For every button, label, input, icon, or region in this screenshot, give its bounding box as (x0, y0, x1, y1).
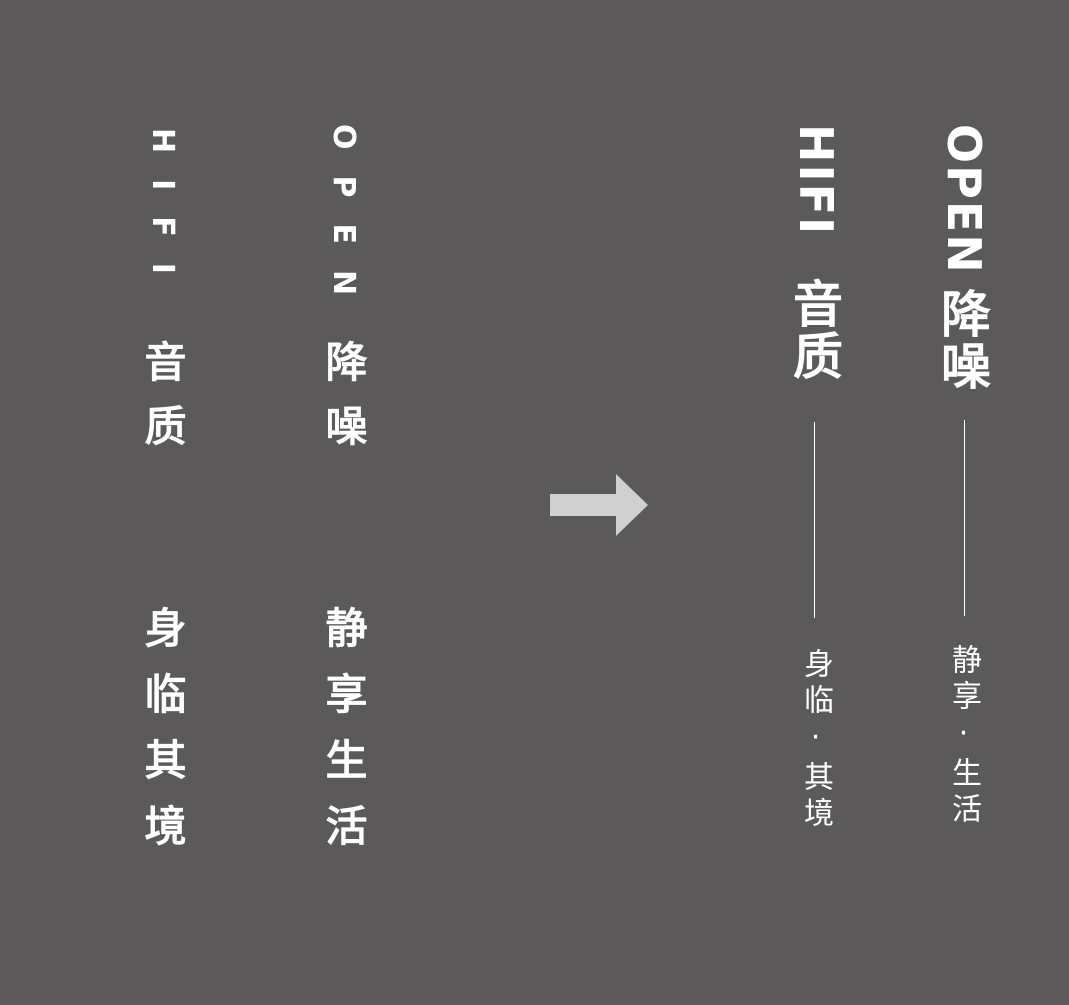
after-hifi-cjk: 音质 (785, 278, 843, 382)
after-hifi-divider (814, 422, 815, 618)
after-open-latin-text: OPEN (937, 124, 991, 275)
before-hifi-cjk: 音质 (138, 340, 187, 468)
after-open-divider (964, 420, 965, 616)
after-hifi-slogan: 身临·其境 (798, 648, 833, 833)
after-hifi-latin-text: HIFI (789, 124, 843, 237)
after-open-slogan: 静享·生活 (946, 644, 981, 829)
before-open-latin-text: OPEN (326, 124, 361, 322)
right-arrow-icon (550, 474, 648, 536)
before-hifi-slogan: 身临其境 (138, 606, 187, 870)
before-hifi-latin-text: HIFI (145, 128, 180, 300)
after-open-cjk: 降噪 (933, 288, 991, 392)
before-open-cjk: 降噪 (319, 340, 368, 468)
before-open-slogan: 静享生活 (319, 606, 368, 870)
